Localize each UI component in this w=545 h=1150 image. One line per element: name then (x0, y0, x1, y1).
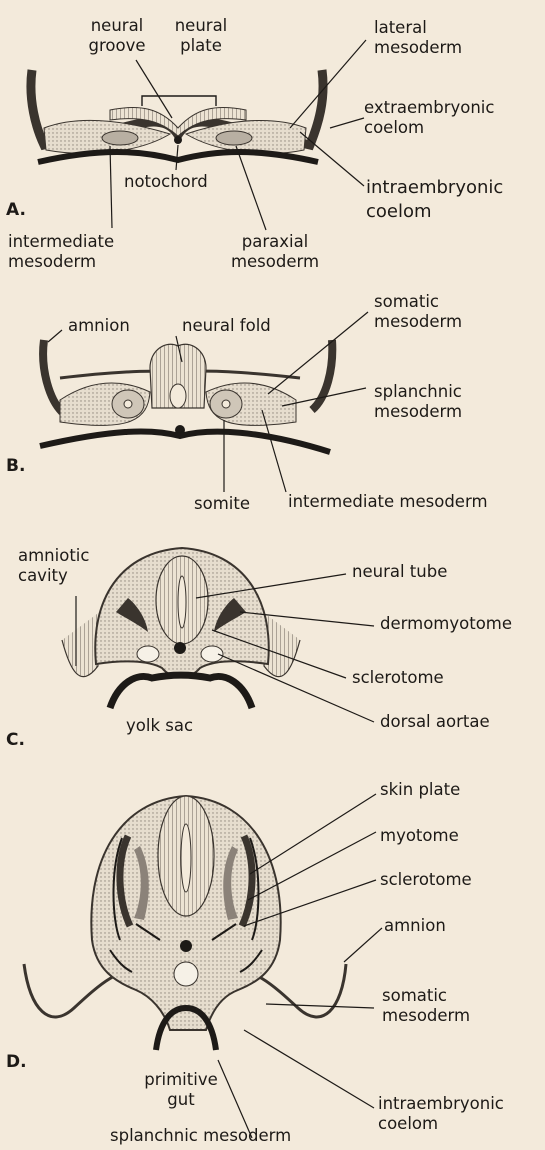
panel-c-dorsal-aorta-left (137, 646, 159, 662)
panel-a-neural-plate-bracket (142, 96, 216, 106)
panel-b-endoderm (40, 431, 330, 452)
panel-b-neural-groove (170, 384, 186, 408)
panel-b-somite-cavity-left (124, 400, 132, 408)
label-amniotic-cavity: amniotic cavity (18, 546, 89, 586)
label-paraxial-mesoderm: paraxial mesoderm (210, 232, 340, 272)
panel-c-dorsal-aorta-right (201, 646, 223, 662)
label-yolk-sac: yolk sac (126, 716, 193, 736)
label-neural-plate: neural plate (156, 16, 246, 56)
panel-c-drawing (62, 548, 374, 722)
label-notochord-a: notochord (124, 172, 208, 192)
panel-b-letter: B. (6, 456, 25, 476)
label-dorsal-aortae: dorsal aortae (380, 712, 490, 732)
panel-a-drawing (31, 40, 366, 230)
label-somatic-mesoderm-b: somatic mesoderm (374, 292, 462, 332)
panel-c-neural-canal (178, 576, 186, 628)
panel-d-neural-canal (181, 824, 191, 892)
panel-c-notochord (174, 642, 186, 654)
label-amnion-d: amnion (384, 916, 446, 936)
panel-d-notochord (180, 940, 192, 952)
label-neural-tube: neural tube (352, 562, 447, 582)
label-somite: somite (194, 494, 250, 514)
panel-b-drawing (40, 312, 368, 492)
label-splanchnic-mesoderm-d: splanchnic mesoderm (110, 1126, 291, 1146)
panel-c-yolk-sac-wall (110, 675, 252, 708)
label-dermomyotome: dermomyotome (380, 614, 512, 634)
panel-a-intermediate-mesoderm-right (216, 131, 252, 145)
label-somatic-mesoderm-d: somatic mesoderm (382, 986, 470, 1026)
label-lateral-mesoderm: lateral mesoderm (374, 18, 462, 58)
panel-d-dorsal-aorta (174, 962, 198, 986)
label-intermediate-mesoderm-b: intermediate mesoderm (288, 492, 488, 512)
label-amnion-b: amnion (68, 316, 130, 336)
panel-a-intermediate-mesoderm-left (102, 131, 138, 145)
label-sclerotome-d: sclerotome (380, 870, 472, 890)
label-extraembryonic-coelom: extraembryonic coelom (364, 98, 494, 138)
panel-d-letter: D. (6, 1052, 27, 1072)
label-neural-fold: neural fold (182, 316, 271, 336)
label-myotome: myotome (380, 826, 459, 846)
panel-a-notochord (174, 136, 182, 144)
label-intermediate-mesoderm-a: intermediate mesoderm (8, 232, 114, 272)
label-splanchnic-mesoderm-b: splanchnic mesoderm (374, 382, 462, 422)
panel-c-letter: C. (6, 730, 25, 750)
label-intraembryonic-coelom-a: intraembryonic coelom (366, 176, 503, 224)
panel-a-letter: A. (6, 200, 26, 220)
label-primitive-gut: primitive gut (126, 1070, 236, 1110)
panel-b-somite-cavity-right (222, 400, 230, 408)
label-sclerotome-c: sclerotome (352, 668, 444, 688)
panel-a-endoderm (38, 152, 318, 162)
label-intraembryonic-coelom-d: intraembryonic coelom (378, 1094, 504, 1134)
label-skin-plate: skin plate (380, 780, 460, 800)
